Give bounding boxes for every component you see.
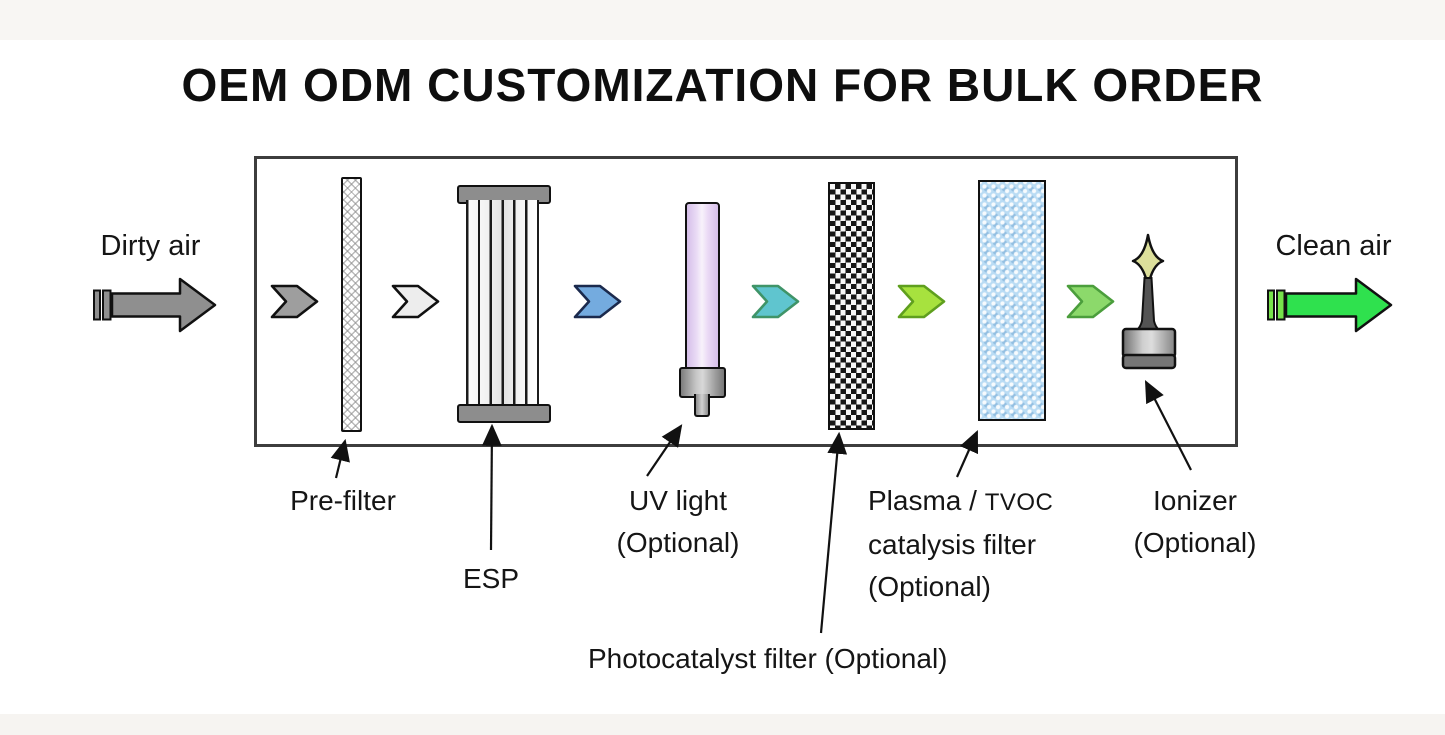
ionizer-label-line2: (Optional) [1133, 527, 1257, 558]
chevron-arrow-1-icon [270, 284, 319, 319]
uv-lamp-stem [694, 394, 710, 417]
callout-line-pre-filter [330, 438, 350, 479]
uv-lamp-tube-graphic [685, 202, 720, 374]
uv-light-label: UV light (Optional) [588, 480, 768, 564]
chevron-arrow-2-icon [391, 284, 440, 319]
callout-line-uv-light [646, 424, 683, 477]
plasma-tvoc-filter-graphic [978, 180, 1046, 421]
plasma-label-line1: Plasma / TVOC [868, 480, 1053, 524]
clean-air-label: Clean air [1275, 230, 1392, 262]
plasma-tvoc-filter-label: Plasma / TVOC catalysis filter (Optional… [868, 480, 1053, 608]
ionizer-label-line1: Ionizer [1152, 485, 1238, 516]
dirty-air-arrow-icon [93, 277, 217, 333]
chevron-arrow-4-icon [751, 284, 800, 319]
callout-line-plasma [955, 429, 979, 478]
pre-filter-graphic [341, 177, 362, 432]
pre-filter-label: Pre-filter [290, 485, 396, 516]
uv-light-label-line1: UV light [628, 485, 728, 516]
ionizer-base-foot [1121, 353, 1177, 370]
plasma-label-line3: (Optional) [868, 571, 991, 602]
top-background-band [0, 0, 1445, 40]
chevron-arrow-6-icon [1066, 284, 1115, 319]
ionizer-graphic [1121, 233, 1177, 370]
chevron-arrow-5-icon [897, 284, 946, 319]
dirty-air-label: Dirty air [100, 230, 201, 262]
chevron-arrow-3-icon [573, 284, 622, 319]
esp-label: ESP [462, 563, 520, 594]
page-title: OEM ODM CUSTOMIZATION FOR BULK ORDER [181, 59, 1264, 111]
callout-line-esp [481, 423, 502, 551]
esp-bottom-cap [457, 404, 551, 423]
ionizer-label: Ionizer (Optional) [1115, 480, 1275, 564]
esp-tubes-graphic [466, 200, 539, 404]
callout-line-photocatalyst [819, 431, 848, 634]
plasma-label-line1-tvoc: TVOC [984, 489, 1054, 516]
bottom-background-band [0, 714, 1445, 735]
photocatalyst-filter-label: Photocatalyst filter (Optional) [588, 643, 948, 674]
photocatalyst-filter-graphic [828, 182, 875, 430]
callout-line-ionizer [1144, 380, 1192, 471]
plasma-label-line2: catalysis filter [868, 529, 1037, 560]
clean-air-arrow-icon [1267, 277, 1393, 333]
purifier-housing-box [254, 156, 1238, 447]
uv-light-label-line2: (Optional) [616, 527, 740, 558]
plasma-label-line1-main: Plasma / [868, 485, 977, 516]
